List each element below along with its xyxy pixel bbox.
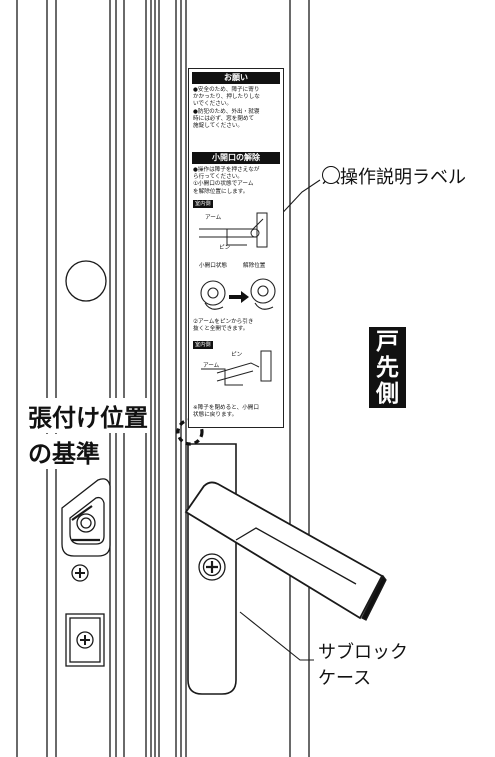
label-note-text: ※障子を閉めると、小開口 状態に戻ります。	[193, 405, 259, 419]
side-tag-line3: 側	[376, 381, 399, 407]
label-pin-text: ピン	[219, 245, 231, 251]
label-tag-indoor: 室内側	[193, 200, 213, 208]
label-step2-text: ②アームをピンから引き 抜くと全開できます。	[193, 319, 254, 333]
operation-instruction-label: お願い ●安全のため、障子に寄り かかったり、押したりしな いでください。 ●防…	[188, 68, 284, 428]
reference-position-line1: 張付け位置	[28, 398, 148, 433]
callout-sub-lock-line2: ケース	[318, 668, 372, 689]
callout-sub-lock-line1: サブロック	[318, 642, 408, 663]
label-heading-request: お願い	[192, 72, 280, 84]
door-edge-side-tag: 戸 先 側	[369, 327, 406, 408]
callout-operation-label: 八操作説明ラベル	[322, 167, 466, 188]
side-tag-line1: 戸	[376, 329, 399, 355]
pull-out-illustration	[201, 350, 272, 386]
label-request-text: ●安全のため、障子に寄り かかったり、押したりしな いでください。 ●防犯のため…	[193, 87, 260, 130]
release-step-illustration	[200, 278, 276, 310]
label-state-release-position: 解除位置	[243, 263, 266, 269]
circled-eight-marker	[322, 166, 340, 184]
label-arm-text-2: アーム	[203, 363, 220, 369]
label-release-text: ●操作は障子を押さえなが ら行ってください。 ①小開口の状態でアーム を解除位置…	[193, 167, 260, 195]
label-pin-text-2: ピン	[231, 352, 243, 358]
reference-position-line2: の基準	[28, 434, 100, 469]
arm-illustration	[199, 212, 268, 248]
side-tag-line2: 先	[376, 355, 399, 381]
label-arm-text: アーム	[205, 215, 222, 221]
label-heading-release: 小開口の解除	[192, 152, 280, 164]
label-tag-indoor-2: 室内側	[193, 341, 213, 349]
label-state-small-opening: 小開口状態	[199, 263, 227, 269]
